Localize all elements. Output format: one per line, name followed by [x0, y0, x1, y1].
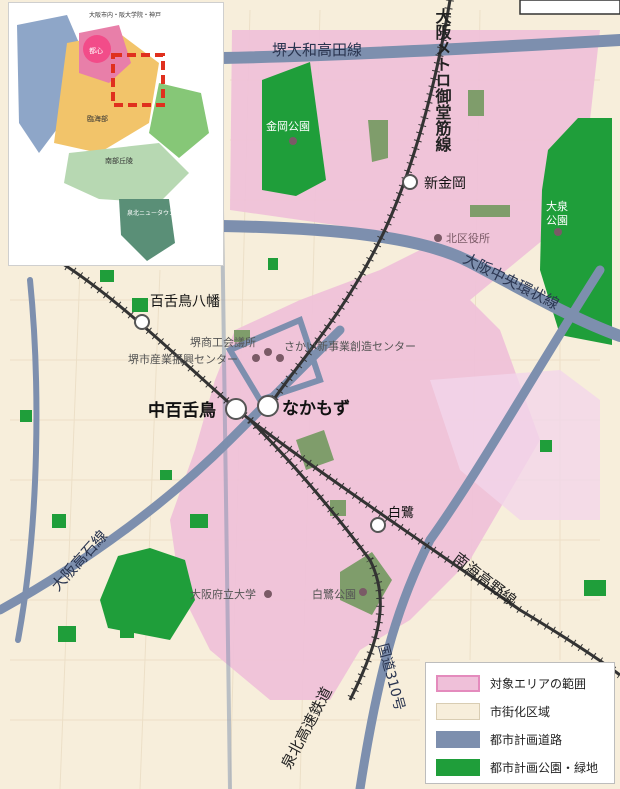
inset-lbl-a: 都心 [89, 47, 103, 55]
road-inner-3 [220, 208, 232, 789]
oizumi-park-area [540, 118, 612, 345]
label-oizumi-park-1: 大泉 [546, 199, 568, 213]
dot-oizumi [554, 228, 562, 236]
road-310 [355, 265, 605, 789]
station-mozuhachiman [134, 314, 150, 330]
green-9 [160, 470, 172, 480]
road-inner-1 [15, 277, 40, 643]
rail-midosuji [268, 0, 452, 406]
facility-dots [252, 137, 562, 598]
dot-newbiz1 [264, 348, 272, 356]
legend-row-park: 都市計画公園・緑地 [436, 757, 598, 777]
legend-label-park: 都市計画公園・緑地 [490, 760, 599, 775]
label-kita-ward-office: 北区役所 [446, 231, 490, 245]
label-station-nakamozu-metro: なかもず [282, 399, 350, 419]
label-station-mozuhachiman: 百舌鳥八幡 [150, 294, 220, 310]
parks [20, 62, 612, 642]
rail-ticks [57, 0, 620, 702]
label-shirasagi-park: 白鷺公園 [312, 587, 356, 601]
label-station-shirasagi: 白鷺 [388, 505, 414, 521]
dot-kanaoka [289, 137, 297, 145]
roads [0, 34, 620, 789]
green-11 [540, 440, 552, 452]
green-6 [120, 626, 134, 638]
station-nakamozu-jr [225, 398, 247, 420]
top-right-box [519, 0, 620, 15]
label-rail-midosuji: 大阪メトロ御堂筋線 [433, 7, 453, 153]
label-road-sakai-oowa: 堺大和高田線 [272, 41, 362, 59]
park-olive-2 [468, 90, 484, 116]
legend-label-road: 都市計画道路 [490, 732, 563, 747]
legend-swatch-park [436, 758, 480, 776]
green-1 [132, 298, 148, 312]
green-2 [100, 270, 114, 282]
legend-row-road: 都市計画道路 [436, 729, 562, 749]
label-oizumi-park-2: 公園 [546, 214, 568, 227]
station-shinkanaoka [402, 174, 418, 190]
inset-south [64, 143, 189, 203]
legend-swatch-road [436, 730, 480, 748]
inset-title: 大阪市内・阪大学院・神戸 [89, 11, 161, 19]
dot-chamber [252, 354, 260, 362]
park-olive-6 [234, 330, 250, 342]
overview-inset-map: 大阪市内・阪大学院・神戸 都心 臨海部 南部丘陵 泉北ニュータウン [8, 2, 224, 266]
legend-row-target: 対象エリアの範囲 [436, 673, 586, 693]
map-legend: 対象エリアの範囲 市街化区域 都市計画道路 都市計画公園・緑地 [425, 662, 615, 784]
park-olive-1 [368, 120, 388, 162]
station-nakamozu-metro [257, 395, 279, 417]
legend-swatch-urban [436, 702, 480, 720]
dot-shirasagi-park [359, 588, 367, 596]
parks-in-area [234, 90, 510, 615]
kanaoka-park-area [262, 62, 326, 196]
label-station-shinkanaoka: 新金岡 [424, 176, 466, 192]
green-5 [58, 626, 76, 642]
road-takaishi [0, 325, 345, 615]
road-sakai-oowa [216, 34, 620, 64]
rail-ticks-senboku [247, 417, 385, 702]
label-sakai-new-biz: さかい新事業創造センター [284, 339, 416, 353]
inset-east [149, 83, 209, 158]
inset-lbl-c: 南部丘陵 [105, 156, 133, 165]
rail-ticks-nankai [57, 258, 620, 679]
inset-svg: 大阪市内・阪大学院・神戸 都心 臨海部 南部丘陵 泉北ニュータウン [9, 3, 223, 265]
legend-swatch-target [436, 674, 480, 692]
stations [134, 174, 418, 533]
univ-green [100, 548, 195, 640]
dot-kita [434, 234, 442, 242]
park-olive-3 [470, 205, 510, 217]
green-8 [584, 580, 606, 596]
dot-newbiz2 [276, 354, 284, 362]
inset-far-south [119, 199, 175, 261]
legend-row-urban: 市街化区域 [436, 701, 550, 721]
label-industry-center: 堺市産業振興センター [128, 352, 238, 366]
label-kanaoka-park: 金岡公園 [266, 119, 310, 133]
legend-label-target: 対象エリアの範囲 [490, 676, 587, 691]
green-3 [52, 514, 66, 528]
inset-lbl-d: 泉北ニュータウン [127, 209, 175, 217]
dot-univ [264, 590, 272, 598]
station-shirasagi [370, 517, 386, 533]
inset-lbl-b: 臨海部 [87, 114, 108, 123]
green-4 [190, 514, 208, 528]
inset-focus-box [111, 53, 165, 107]
road-inner-2 [225, 315, 324, 404]
inset-pink-circle [83, 35, 111, 63]
target-area-east [430, 370, 600, 520]
label-station-nakamozu-jr: 中百舌鳥 [148, 400, 216, 421]
target-area [170, 30, 600, 700]
green-10 [268, 258, 278, 270]
label-chamber: 堺商工会議所 [190, 335, 256, 349]
label-osaka-pref-univ: 大阪府立大学 [190, 587, 256, 601]
green-7 [20, 410, 32, 422]
legend-label-urban: 市街化区域 [490, 704, 551, 719]
